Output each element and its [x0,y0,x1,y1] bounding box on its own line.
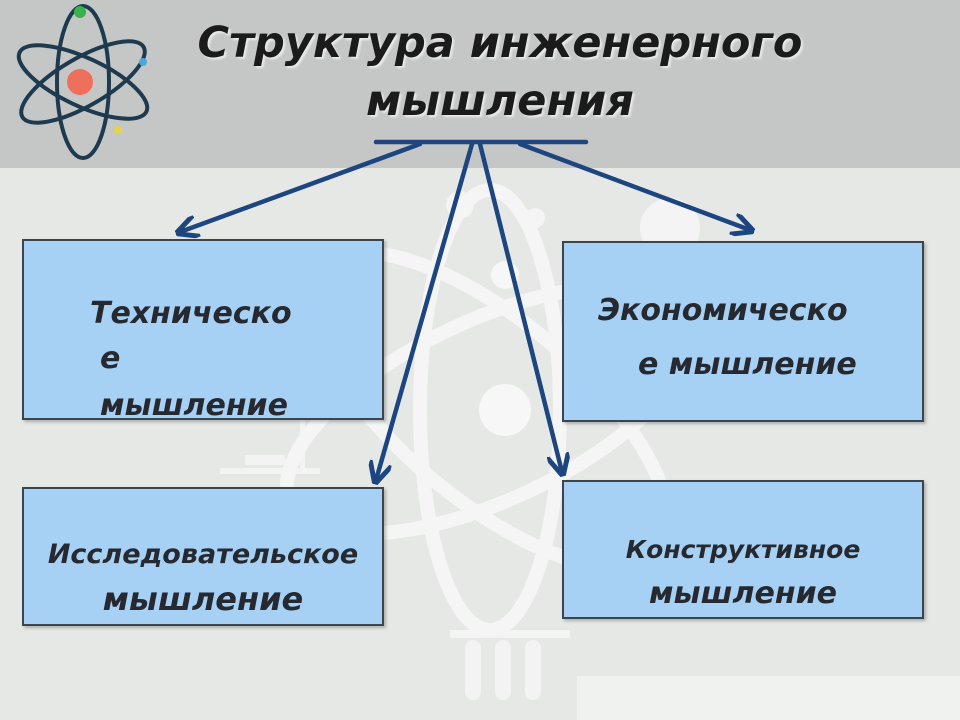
bottom-corner-panel [577,676,960,720]
arrow-to-constructive [477,141,562,472]
arrow-to-economic [517,141,750,230]
research-thinking-label: Исследовательское мышление [47,539,359,618]
arrow-to-technical [180,141,423,232]
research-thinking-box [22,487,384,626]
economic-thinking-box [562,241,924,422]
title-line-1: Структура инженерного [197,18,803,68]
constructive-thinking-label: Конструктивное мышление [625,535,861,611]
title-line-2: мышления [366,76,634,126]
technical-thinking-label: Техническо е мышление [90,296,292,423]
economic-thinking-label: Экономическо е мышление [598,293,857,382]
atom-logo-icon [16,4,150,160]
constructive-thinking-box [562,480,924,619]
page-title: Структура инженерного мышления [150,14,850,130]
arrow-to-research [376,141,475,480]
technical-thinking-box [22,239,384,420]
